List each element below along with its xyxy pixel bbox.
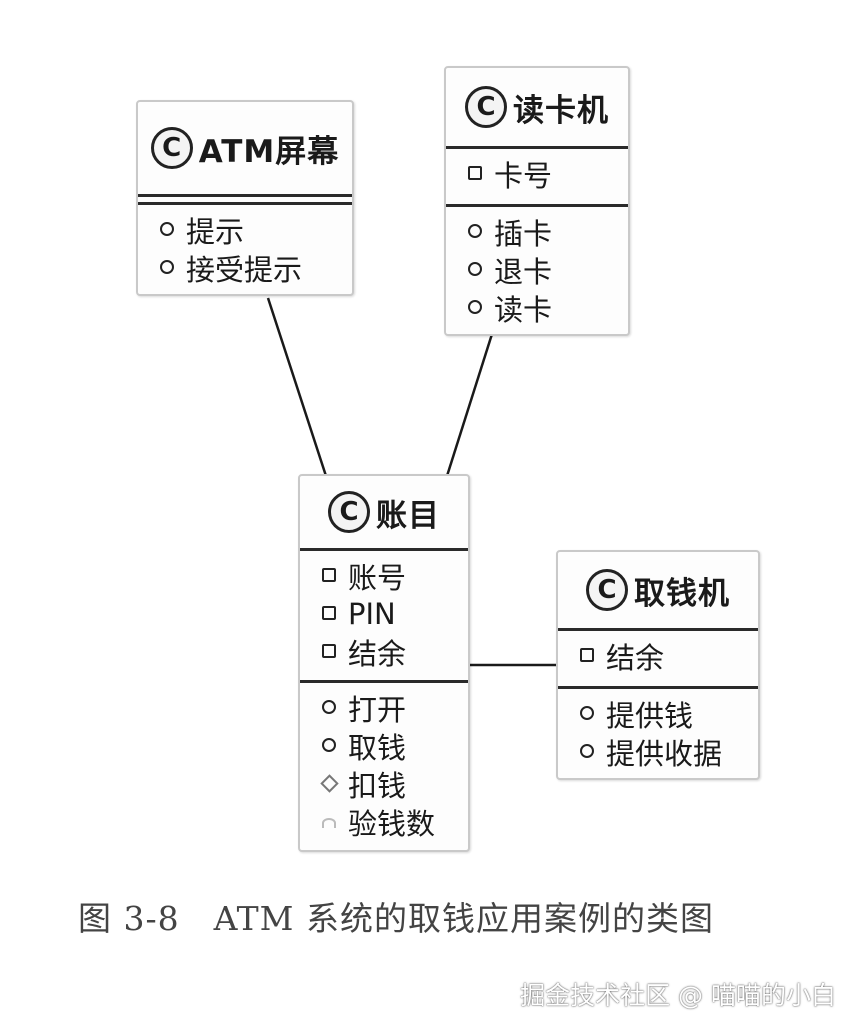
attribute-item: 结余 <box>318 633 454 671</box>
public-operation-icon <box>464 298 486 319</box>
class-header: C 取钱机 <box>558 552 758 628</box>
private-operation-icon <box>318 812 340 833</box>
operation-item: 接受提示 <box>156 249 338 287</box>
operation-item: 提示 <box>156 211 338 249</box>
operation-item: 扣钱 <box>318 765 454 803</box>
attribute-icon <box>318 604 340 625</box>
attribute-item: 结余 <box>576 637 744 675</box>
class-c-icon: C <box>586 569 628 611</box>
operation-item: 验钱数 <box>318 803 454 841</box>
protected-operation-icon <box>318 774 340 795</box>
operation-item: 提供钱 <box>576 695 744 733</box>
class-header: C 账目 <box>300 476 468 548</box>
class-name: 取钱机 <box>634 575 730 612</box>
attribute-item: 卡号 <box>464 155 614 193</box>
operation-item: 退卡 <box>464 251 614 289</box>
operation-compartment: 提示 接受提示 <box>138 202 352 293</box>
attribute-icon <box>576 646 598 667</box>
attribute-item: PIN <box>318 595 454 633</box>
class-card-reader[interactable]: C 读卡机 卡号 插卡 退卡 读卡 <box>444 66 630 336</box>
class-atm-screen[interactable]: C ATM屏幕 提示 接受提示 <box>136 100 354 296</box>
attribute-icon <box>318 642 340 663</box>
class-name: 读卡机 <box>513 92 609 129</box>
operation-item: 取钱 <box>318 727 454 765</box>
class-c-icon: C <box>150 127 193 169</box>
class-name: ATM屏幕 <box>198 133 340 170</box>
public-operation-icon <box>576 704 598 725</box>
class-c-icon: C <box>465 86 507 128</box>
operation-compartment: 插卡 退卡 读卡 <box>446 204 628 333</box>
public-operation-icon <box>156 220 178 241</box>
class-header: C 读卡机 <box>446 68 628 146</box>
public-operation-icon <box>318 736 340 757</box>
attribute-compartment: 结余 <box>558 628 758 686</box>
attribute-compartment: 账号 PIN 结余 <box>300 548 468 680</box>
class-account[interactable]: C 账目 账号 PIN 结余 打开 取钱 扣钱 验钱数 <box>298 474 470 852</box>
operation-compartment: 打开 取钱 扣钱 验钱数 <box>300 680 468 847</box>
operation-item: 读卡 <box>464 289 614 327</box>
class-name: 账目 <box>376 497 440 534</box>
association-line-atm-screen-account <box>266 297 328 477</box>
attribute-icon <box>318 566 340 587</box>
operation-item: 插卡 <box>464 213 614 251</box>
attribute-compartment: 卡号 <box>446 146 628 204</box>
figure-caption: 图 3-8 ATM 系统的取钱应用案例的类图 <box>78 899 714 938</box>
operation-item: 提供收据 <box>576 733 744 771</box>
attribute-item: 账号 <box>318 557 454 595</box>
public-operation-icon <box>576 742 598 763</box>
association-line-card-reader-account <box>445 333 494 477</box>
class-cash-dispenser[interactable]: C 取钱机 结余 提供钱 提供收据 <box>556 550 760 780</box>
public-operation-icon <box>464 260 486 281</box>
attribute-compartment <box>138 194 352 202</box>
public-operation-icon <box>156 258 178 279</box>
public-operation-icon <box>318 698 340 719</box>
class-header: C ATM屏幕 <box>138 102 352 194</box>
class-c-icon: C <box>328 491 370 533</box>
attribute-icon <box>464 164 486 185</box>
watermark: 掘金技术社区 @ 喵喵的小白 <box>520 981 836 1010</box>
operation-compartment: 提供钱 提供收据 <box>558 686 758 777</box>
public-operation-icon <box>464 222 486 243</box>
operation-item: 打开 <box>318 689 454 727</box>
